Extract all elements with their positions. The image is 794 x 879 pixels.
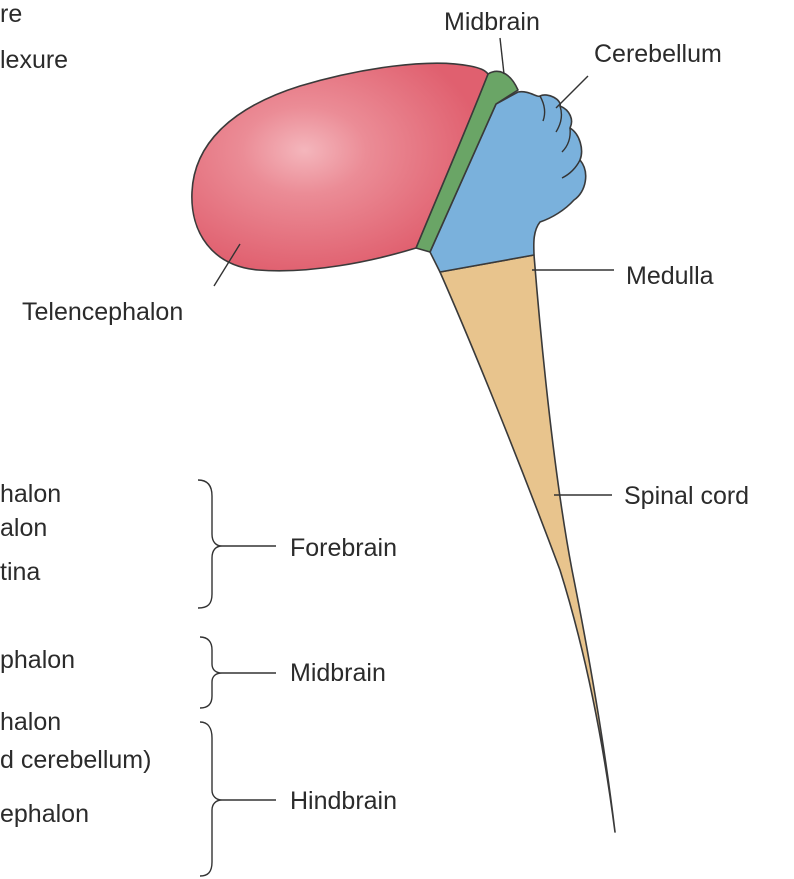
midbrain-leader — [500, 38, 504, 74]
left-list-line-8: d cerebellum) — [0, 746, 151, 774]
left-list-line-9: ephalon — [0, 800, 89, 828]
label-midbrain-top: Midbrain — [444, 8, 540, 36]
left-list-line-2: lexure — [0, 46, 68, 74]
spinal-cord-shape — [440, 255, 615, 832]
left-list-line-6: phalon — [0, 646, 75, 674]
group-midbrain: Midbrain — [290, 659, 386, 687]
label-telencephalon: Telencephalon — [22, 298, 183, 326]
forebrain-bracket — [198, 480, 222, 608]
left-list-line-7: halon — [0, 708, 61, 736]
left-list-line-1: re — [0, 0, 22, 28]
label-cerebellum: Cerebellum — [594, 40, 722, 68]
hindbrain-bracket — [200, 722, 222, 876]
left-list-line-5: tina — [0, 558, 40, 586]
label-spinal-cord: Spinal cord — [624, 482, 749, 510]
label-medulla: Medulla — [626, 262, 714, 290]
cerebellum-leader — [556, 76, 588, 108]
left-list-line-4: alon — [0, 514, 47, 542]
midbrain-bracket — [200, 637, 222, 708]
group-hindbrain: Hindbrain — [290, 787, 397, 815]
group-forebrain: Forebrain — [290, 534, 397, 562]
left-list-line-3: halon — [0, 480, 61, 508]
